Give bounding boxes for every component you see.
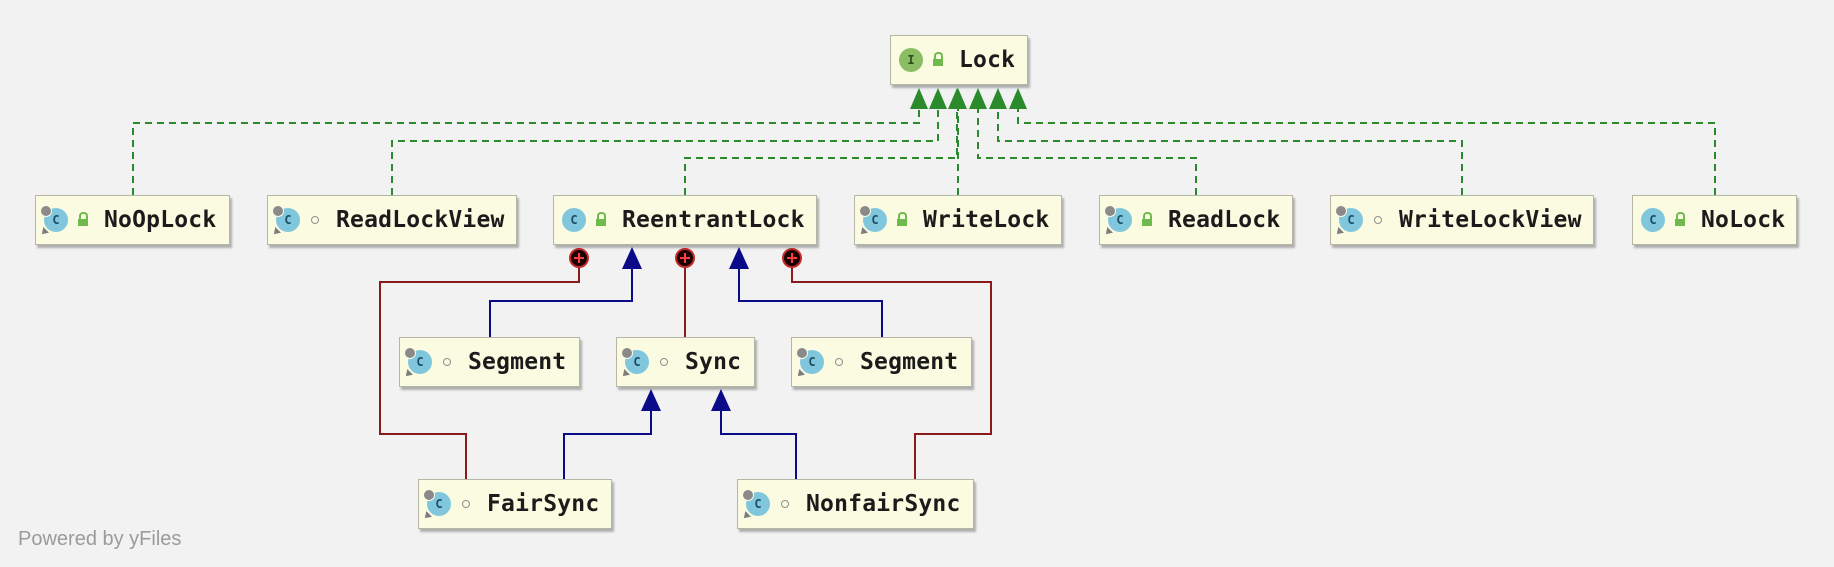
node-fairsync[interactable]: C FairSync (418, 479, 612, 529)
package-private-icon (832, 355, 846, 369)
node-label: NoOpLock (104, 207, 217, 233)
node-label: FairSync (487, 491, 600, 517)
extends-arrowhead (711, 389, 731, 411)
node-sync[interactable]: C Sync (616, 337, 755, 387)
class-icon: C (1334, 205, 1363, 237)
class-icon: C (795, 347, 824, 379)
class-icon: C (1641, 208, 1665, 232)
class-icon: C (422, 489, 451, 521)
edge-inner-class-fairsync-to-reentrant (379, 248, 589, 479)
class-icon: C (271, 205, 300, 237)
public-lock-icon (1673, 212, 1687, 227)
node-label: ReadLockView (336, 207, 505, 233)
package-private-icon (440, 355, 454, 369)
node-writelock[interactable]: C WriteLock (854, 195, 1062, 245)
node-segment2[interactable]: C Segment (791, 337, 972, 387)
class-icon: C (741, 489, 770, 521)
node-label: WriteLockView (1399, 207, 1582, 233)
class-icon: C (858, 205, 887, 237)
abstract-class-icon: C (620, 347, 649, 379)
class-icon: C (1103, 205, 1132, 237)
node-label: WriteLock (923, 207, 1050, 233)
edge-implements-writelock-to-lock (949, 88, 967, 195)
node-label: Lock (959, 47, 1016, 73)
edge-extends-nonfairsync-to-sync (711, 389, 797, 479)
class-icon: C (403, 347, 432, 379)
class-icon: C (562, 208, 586, 232)
watermark: Powered by yFiles (18, 528, 182, 550)
package-private-icon (657, 355, 671, 369)
node-label: Sync (685, 349, 742, 375)
extends-arrowhead (729, 247, 749, 269)
node-label: Segment (860, 349, 959, 375)
node-label: ReentrantLock (622, 207, 805, 233)
node-noop[interactable]: C NoOpLock (35, 195, 230, 245)
edge-extends-segment2-to-reentrant (729, 247, 883, 337)
implements-arrowhead (949, 88, 967, 109)
node-nolock[interactable]: C NoLock (1632, 195, 1797, 245)
node-label: ReadLock (1168, 207, 1281, 233)
extends-arrowhead (641, 389, 661, 411)
package-private-icon (459, 497, 473, 511)
edge-inner-class-nonfairsync-to-reentrant (782, 248, 992, 479)
edge-implements-readlockview-to-lock (391, 88, 947, 195)
edge-implements-readlock-to-lock (969, 88, 1197, 195)
edge-implements-writelockview-to-lock (989, 88, 1463, 195)
edge-extends-fairsync-to-sync (563, 389, 661, 479)
edge-extends-segment1-to-reentrant (489, 247, 642, 337)
public-lock-icon (895, 212, 909, 227)
implements-arrowhead (1009, 88, 1027, 109)
edge-implements-nolock-to-lock (1009, 88, 1716, 195)
node-segment1[interactable]: C Segment (399, 337, 580, 387)
node-lock[interactable]: I Lock (890, 35, 1028, 85)
edge-inner-class-sync-to-reentrant (675, 248, 695, 337)
package-private-icon (1371, 213, 1385, 227)
edge-implements-noop-to-lock (132, 88, 928, 195)
node-label: NoLock (1701, 207, 1786, 233)
implements-arrowhead (929, 88, 947, 109)
public-lock-icon (76, 212, 90, 227)
implements-arrowhead (969, 88, 987, 109)
class-icon: C (39, 205, 68, 237)
node-nonfairsync[interactable]: C NonfairSync (737, 479, 974, 529)
public-lock-icon (931, 52, 945, 67)
package-private-icon (778, 497, 792, 511)
extends-arrowhead (622, 247, 642, 269)
implements-arrowhead (910, 88, 928, 109)
public-lock-icon (1140, 212, 1154, 227)
node-readlock[interactable]: C ReadLock (1099, 195, 1293, 245)
node-label: Segment (468, 349, 567, 375)
node-label: NonfairSync (806, 491, 961, 517)
implements-arrowhead (989, 88, 1007, 109)
interface-icon: I (899, 48, 923, 72)
node-readlockview[interactable]: C ReadLockView (267, 195, 517, 245)
node-writelockview[interactable]: C WriteLockView (1330, 195, 1594, 245)
package-private-icon (308, 213, 322, 227)
public-lock-icon (594, 212, 608, 227)
node-reentrant[interactable]: C ReentrantLock (553, 195, 817, 245)
